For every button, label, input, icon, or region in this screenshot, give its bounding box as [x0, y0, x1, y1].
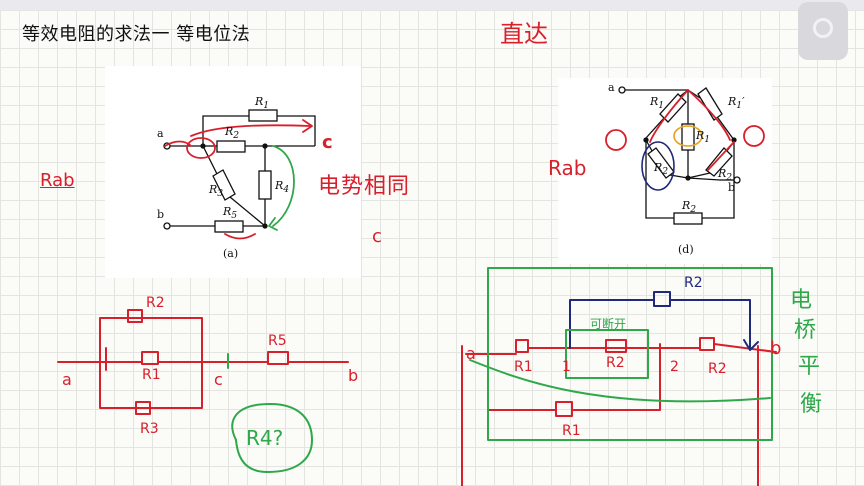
figure-a-caption: (a) [223, 247, 239, 260]
d-terminal-b-label: b [728, 181, 736, 194]
sketch-right-a-label: a [466, 344, 476, 363]
sketch-right-r2-right-label: R2 [708, 361, 727, 377]
d-resistor-r2-bottom-label: R2 [682, 199, 697, 216]
sketch-right-node2-label: 2 [670, 359, 679, 375]
d-resistor-r1-label: R1 [650, 95, 665, 112]
rab-left-annotation: Rab [40, 170, 75, 191]
d-resistor-r1-prime-label: R1′ [728, 95, 745, 112]
sketch-right-node1-label: 1 [562, 359, 571, 375]
d-resistor-r2-right-label: R2 [718, 167, 733, 184]
circle-icon [813, 18, 833, 38]
circuit-figure-d: a b R1 R1′ R1 R2 R2 R2 (d) [558, 78, 772, 264]
figure-d-caption: (d) [678, 243, 694, 256]
sketch-right-r1-label: R1 [514, 359, 533, 375]
sketch-left-c-label: c [214, 370, 223, 389]
rab-right-annotation: Rab [548, 156, 587, 180]
node-c-bottom-annotation: c [372, 226, 382, 247]
sketch-left-r2-label: R2 [146, 295, 165, 311]
circuit-d-wiring [605, 86, 765, 225]
sketch-left-r1-label: R1 [142, 367, 161, 383]
terminal-b-label: b [157, 208, 165, 221]
page-title: 等效电阻的求法一 等电位法 [22, 24, 251, 45]
d-resistor-r1-center-label: R1 [696, 129, 711, 146]
sketch-right-r1-bottom-label: R1 [562, 423, 581, 439]
side-panel-handle[interactable] [798, 2, 848, 60]
direct-annotation: 直达 [500, 20, 548, 48]
resistor-r4-label: R4 [275, 179, 290, 196]
sketch-left-b-label: b [348, 366, 359, 385]
sketch-right-b-label: b [770, 338, 782, 359]
sketch-left-r3-label: R3 [140, 421, 159, 437]
sketch-left-a-label: a [62, 370, 72, 389]
resistor-r1-label: R1 [255, 95, 270, 112]
sketch-right-r2-mid-label: R2 [606, 355, 625, 371]
node-c-top-annotation: c [322, 132, 333, 153]
resistor-r2-label: R2 [225, 125, 240, 142]
terminal-a-label: a [157, 127, 164, 140]
equal-potential-annotation: 电势相同 [318, 174, 411, 199]
open-circuit-annotation: 可断开 [590, 317, 627, 331]
circuit-figure-a: a b R1 R2 R3 R4 R5 (a) [105, 66, 361, 278]
d-terminal-a-label: a [608, 81, 615, 94]
circuit-a-wiring [163, 109, 316, 240]
resistor-r3-label: R3 [209, 183, 224, 200]
resistor-r5-label: R5 [223, 205, 238, 222]
sketch-left-r5-label: R5 [268, 333, 287, 349]
sketch-right-r2-top-label: R2 [684, 275, 703, 291]
sketch-left-r4-question: R4? [246, 426, 284, 450]
d-resistor-r2-left-label: R2 [654, 161, 669, 178]
